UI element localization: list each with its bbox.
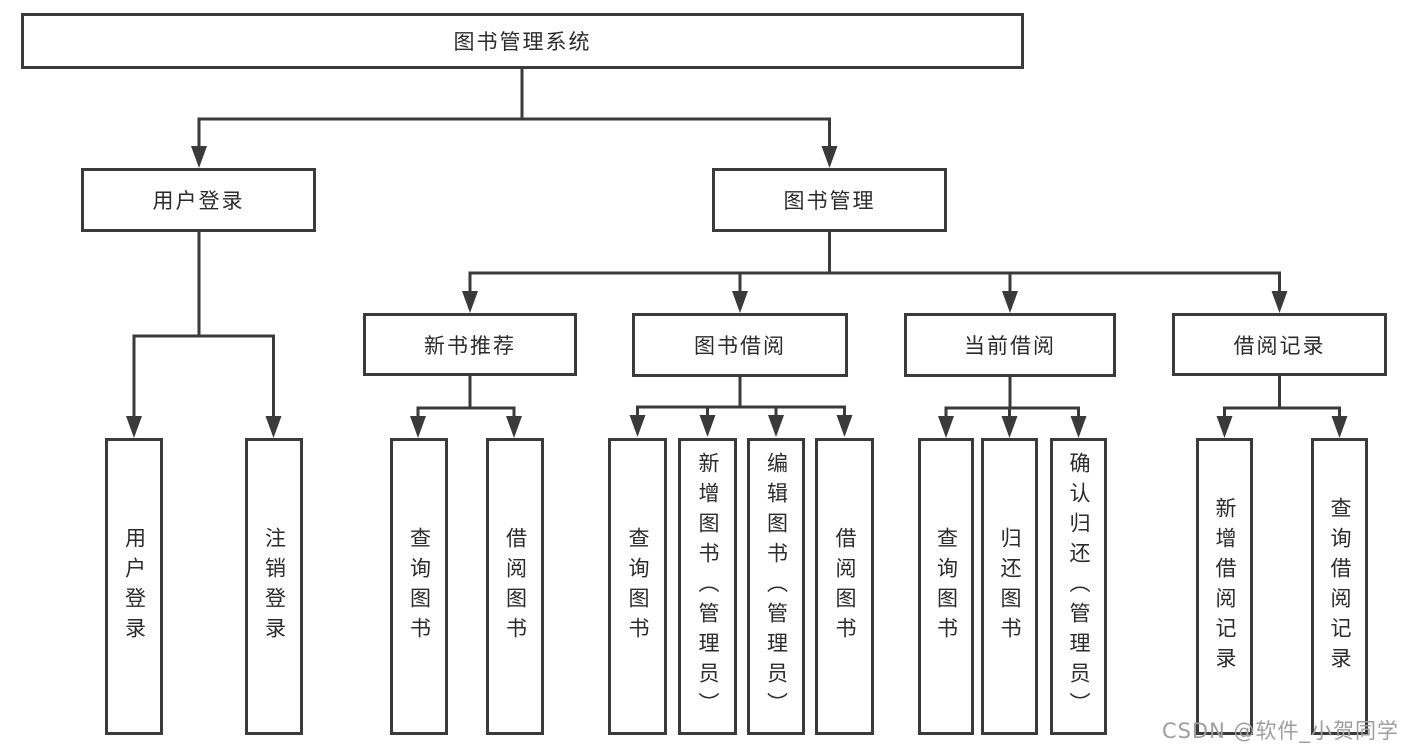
csdn-watermark: CSDN @软件_小贺同学 <box>1161 719 1399 743</box>
arrowhead-icon <box>836 415 853 437</box>
node-label: 借阅图书 <box>503 526 528 647</box>
node-label: 注销登录 <box>262 526 287 647</box>
node-label: 借阅记录 <box>1233 333 1326 358</box>
node-new-book-recommend: 新书推荐 <box>363 313 577 376</box>
arrowhead-icon <box>821 146 838 168</box>
leaf-query-books-borrow: 查询图书 <box>608 438 667 735</box>
leaf-return-books: 归还图书 <box>981 438 1038 735</box>
leaf-user-login: 用户登录 <box>105 438 163 735</box>
arrowhead-icon <box>462 291 478 313</box>
node-label: 图书借阅 <box>694 334 786 358</box>
arrowhead-icon <box>506 416 522 438</box>
arrowhead-icon <box>938 416 954 438</box>
node-label: 用户登录 <box>152 189 245 213</box>
arrowhead-icon <box>126 416 142 438</box>
node-label: 归还图书 <box>998 526 1022 647</box>
node-label: 查询图书 <box>626 526 650 647</box>
leaf-borrow-books: 借阅图书 <box>815 438 874 735</box>
leaf-query-borrow-record: 查询借阅记录 <box>1311 438 1368 735</box>
arrowhead-icon <box>1002 291 1018 313</box>
node-label: 查询图书 <box>407 526 432 647</box>
arrowhead-icon <box>629 415 646 437</box>
node-book-management: 图书管理 <box>712 168 947 232</box>
leaf-edit-books-admin: 编辑图书（管理员） <box>747 438 805 735</box>
node-book-borrowing: 图书借阅 <box>632 313 848 377</box>
leaf-query-books-recommend: 查询图书 <box>390 438 448 735</box>
node-label: 图书管理 <box>783 189 876 213</box>
arrowhead-icon <box>1001 416 1018 438</box>
node-label: 借阅图书 <box>833 526 857 647</box>
node-label: 确认归还（管理员） <box>1067 451 1091 722</box>
node-borrow-records: 借阅记录 <box>1172 313 1387 376</box>
arrowhead-icon <box>732 291 748 313</box>
node-user-login: 用户登录 <box>81 168 316 232</box>
leaf-borrow-books-recommend: 借阅图书 <box>486 438 544 735</box>
arrowhead-icon <box>1271 291 1288 313</box>
node-label: 用户登录 <box>122 526 147 647</box>
node-label: 图书管理系统 <box>453 30 592 54</box>
arrowhead-icon <box>1070 416 1087 438</box>
node-label: 编辑图书（管理员） <box>764 451 789 722</box>
node-label: 查询借阅记录 <box>1328 496 1352 677</box>
arrowhead-icon <box>699 415 716 437</box>
arrowhead-icon <box>191 146 207 168</box>
arrowhead-icon <box>1216 416 1233 438</box>
leaf-add-books-admin: 新增图书（管理员） <box>678 438 737 735</box>
node-label: 新增借阅记录 <box>1213 496 1237 677</box>
leaf-logout: 注销登录 <box>245 438 303 735</box>
arrowhead-icon <box>768 415 784 437</box>
node-current-borrowing: 当前借阅 <box>904 313 1116 377</box>
leaf-query-books-current: 查询图书 <box>918 438 974 735</box>
node-label: 新书推荐 <box>424 333 516 358</box>
arrowhead-icon <box>1331 416 1348 438</box>
node-root-system: 图书管理系统 <box>21 13 1024 69</box>
node-label: 当前借阅 <box>964 334 1056 358</box>
node-label: 查询图书 <box>934 526 959 647</box>
arrowhead-icon <box>265 416 282 438</box>
leaf-confirm-return-admin: 确认归还（管理员） <box>1050 438 1107 735</box>
arrowhead-icon <box>410 416 426 438</box>
node-label: 新增图书（管理员） <box>696 451 720 722</box>
leaf-add-borrow-record: 新增借阅记录 <box>1196 438 1253 735</box>
